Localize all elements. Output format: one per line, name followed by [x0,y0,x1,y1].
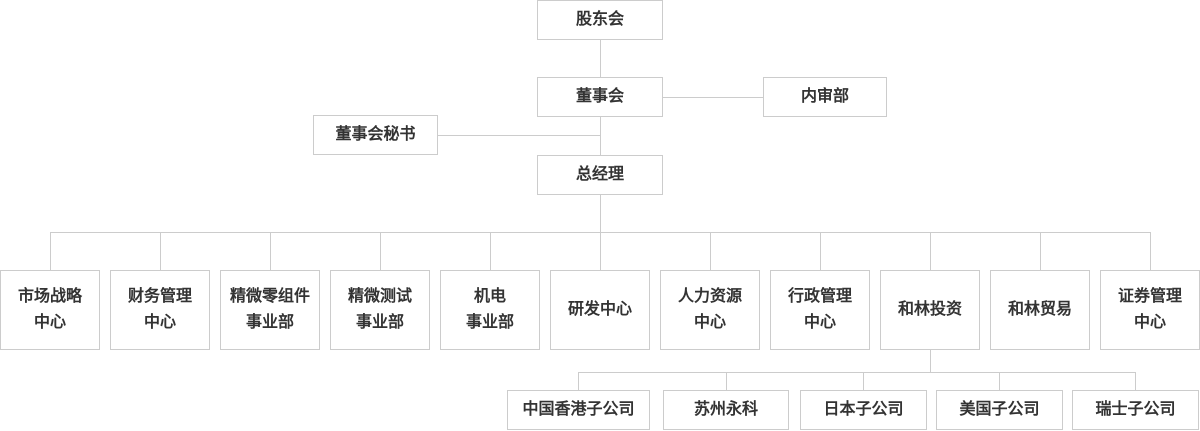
connector-drop-dept-10 [1040,232,1041,270]
connector-drop-dept-8 [820,232,821,270]
connector-board-general-manager [600,117,601,155]
node-board-of-directors: 董事会 [537,77,663,117]
node-label-line: 和林投资 [897,301,962,318]
node-label-line: 中心 [803,314,836,331]
connector-drop-sub-2 [726,372,727,390]
node-sub-hongkong-subsidiary: 中国香港子公司 [507,390,650,430]
connector-drop-dept-1 [50,232,51,270]
connector-drop-sub-3 [863,372,864,390]
node-general-manager: 总经理 [537,155,663,195]
node-label-line: 精微测试 [347,288,412,305]
connector-drop-dept-11 [1150,232,1151,270]
connector-drop-dept-9 [930,232,931,270]
node-label: 内审部 [800,88,849,105]
node-dept-helin-investment: 和林投资 [880,270,980,350]
node-dept-finance-center: 财务管理 中心 [110,270,210,350]
node-label-line: 财务管理 [127,288,192,305]
node-label-line: 和林贸易 [1007,301,1072,318]
node-label-line: 事业部 [355,314,404,331]
connector-drop-dept-5 [490,232,491,270]
connector-gm-trunk [600,195,601,232]
connector-drop-dept-2 [160,232,161,270]
node-dept-securities-center: 证券管理 中心 [1100,270,1200,350]
node-dept-helin-trading: 和林贸易 [990,270,1090,350]
node-label-line: 精微零组件 [229,288,310,305]
node-dept-rd-center: 研发中心 [550,270,650,350]
node-label-line: 机电 [473,288,506,305]
node-label: 苏州永科 [693,401,758,418]
node-sub-suzhou-yongke: 苏州永科 [663,390,789,430]
node-dept-micro-components-division: 精微零组件 事业部 [220,270,320,350]
node-internal-audit-dept: 内审部 [763,77,887,117]
node-dept-hr-center: 人力资源 中心 [660,270,760,350]
node-label: 日本子公司 [823,401,904,418]
connector-drop-sub-1 [578,372,579,390]
connector-drop-sub-5 [1135,372,1136,390]
node-label-line: 证券管理 [1117,288,1182,305]
node-board-secretary: 董事会秘书 [313,115,438,155]
node-label: 瑞士子公司 [1095,401,1176,418]
node-label-line: 中心 [33,314,66,331]
node-dept-admin-center: 行政管理 中心 [770,270,870,350]
node-label: 中国香港子公司 [522,401,635,418]
node-label-line: 事业部 [465,314,514,331]
node-label-line: 研发中心 [567,301,632,318]
node-label-line: 事业部 [245,314,294,331]
node-sub-japan-subsidiary: 日本子公司 [800,390,927,430]
node-dept-micro-testing-division: 精微测试 事业部 [330,270,430,350]
node-label-line: 中心 [1133,314,1166,331]
connector-board-internal-audit [663,97,763,98]
node-label: 董事会秘书 [335,126,416,143]
connector-drop-dept-4 [380,232,381,270]
connector-subsidiaries-bus [578,372,1135,373]
connector-invest-trunk [930,350,931,372]
node-label: 股东会 [575,11,624,28]
connector-shareholders-board [600,40,601,77]
connector-drop-sub-4 [999,372,1000,390]
connector-drop-dept-7 [710,232,711,270]
node-label: 美国子公司 [959,401,1040,418]
node-label-line: 行政管理 [787,288,852,305]
connector-secretary-trunk [438,135,600,136]
node-dept-electromechanical-division: 机电 事业部 [440,270,540,350]
node-shareholders-meeting: 股东会 [537,0,663,40]
node-label: 总经理 [575,166,624,183]
connector-drop-dept-3 [270,232,271,270]
node-label-line: 市场战略 [17,288,82,305]
node-label-line: 人力资源 [677,288,742,305]
node-label-line: 中心 [143,314,176,331]
node-sub-switzerland-subsidiary: 瑞士子公司 [1072,390,1199,430]
node-label: 董事会 [575,88,624,105]
node-dept-market-strategy-center: 市场战略 中心 [0,270,100,350]
node-label-line: 中心 [693,314,726,331]
node-sub-usa-subsidiary: 美国子公司 [936,390,1063,430]
connector-drop-dept-6 [600,232,601,270]
